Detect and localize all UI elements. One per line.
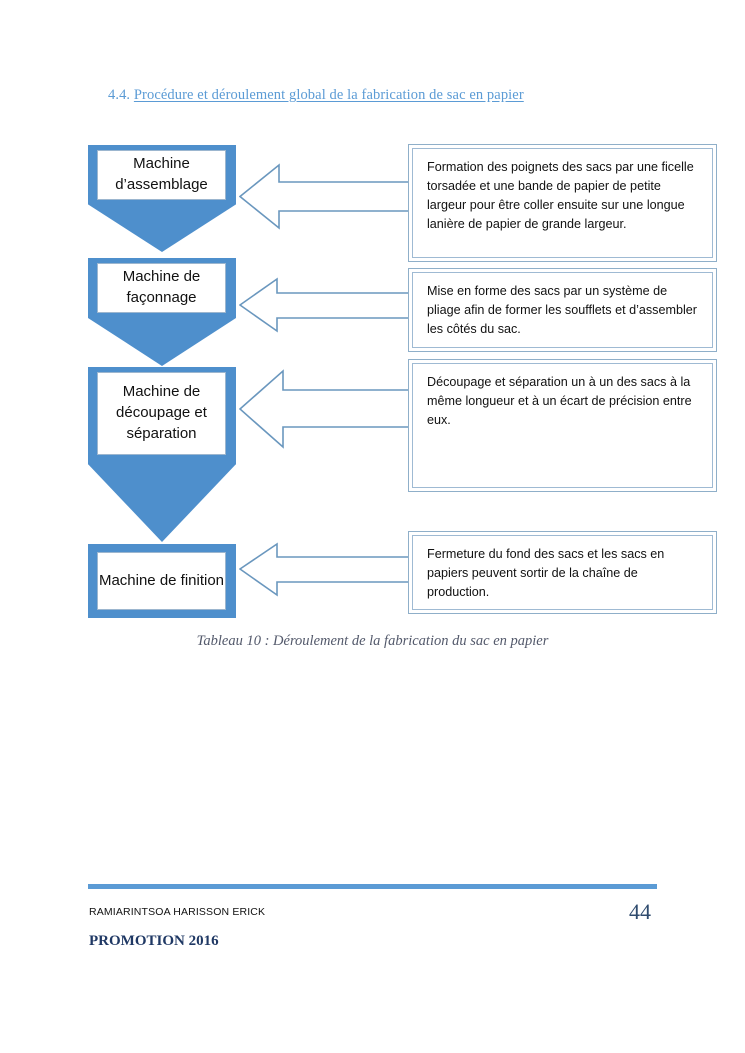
- arrow-to-step-4: [239, 541, 412, 597]
- figure-caption: Tableau 10 : Déroulement de la fabricati…: [196, 633, 549, 649]
- footer-divider-bar: [88, 884, 657, 889]
- footer-promotion: PROMOTION 2016: [89, 933, 219, 949]
- arrow-to-step-3: [239, 369, 412, 449]
- description-text-step-4: Fermeture du fond des sacs et les sacs e…: [412, 535, 713, 610]
- section-heading-number: 4.4.: [108, 87, 131, 103]
- footer-author: RAMIARINTSOA HARISSON ERICK: [89, 906, 266, 918]
- description-box-step-1: Formation des poignets des sacs par une …: [408, 144, 717, 262]
- section-heading: 4.4. Procédure et déroulement global de …: [108, 87, 524, 104]
- description-box-step-3: Découpage et séparation un à un des sacs…: [408, 359, 717, 492]
- section-heading-text: Procédure et déroulement global de la fa…: [133, 87, 524, 103]
- flow-label-step-2: Machine de façonnage: [97, 263, 226, 313]
- arrow-to-step-2: [239, 277, 412, 333]
- description-text-step-1: Formation des poignets des sacs par une …: [412, 148, 713, 258]
- flow-label-step-1: Machine d’assemblage: [97, 150, 226, 200]
- description-text-step-2: Mise en forme des sacs par un système de…: [412, 272, 713, 348]
- description-box-step-4: Fermeture du fond des sacs et les sacs e…: [408, 531, 717, 614]
- flow-label-step-3: Machine de découpage et séparation: [97, 372, 226, 455]
- description-box-step-2: Mise en forme des sacs par un système de…: [408, 268, 717, 352]
- footer-page-number: 44: [629, 899, 651, 924]
- description-text-step-3: Découpage et séparation un à un des sacs…: [412, 363, 713, 488]
- flow-label-step-4: Machine de finition: [97, 552, 226, 610]
- arrow-to-step-1: [239, 163, 412, 230]
